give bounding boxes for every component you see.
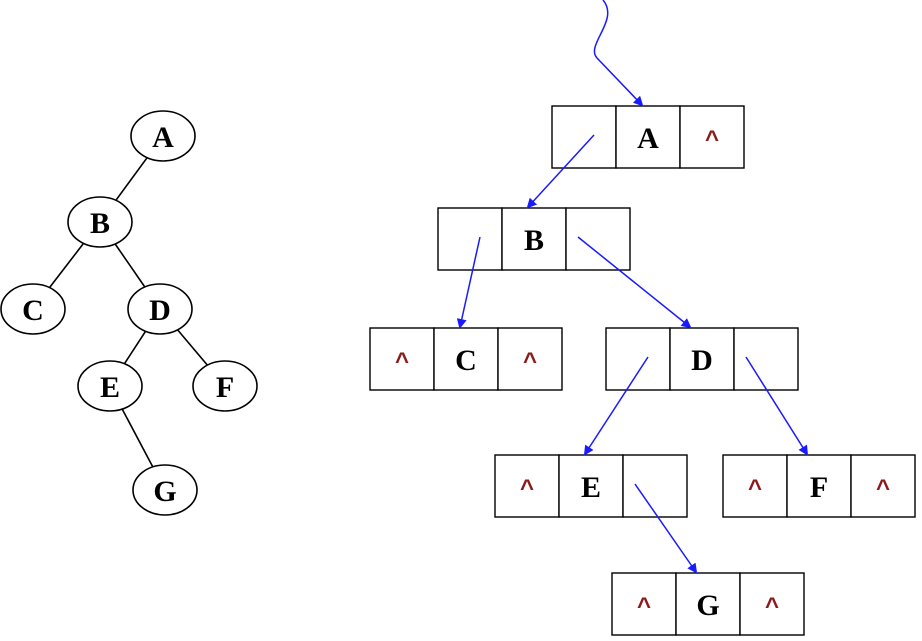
tree-edge-a-b (115, 157, 148, 201)
linked-node-e: ^E (494, 454, 688, 518)
left-child-cell (551, 105, 617, 169)
tree-nodes: A B C D E F G (0, 110, 258, 516)
node-data-label: D (691, 344, 713, 377)
pointer-arrow-d-left-to-e (583, 356, 649, 456)
right-child-cell (497, 327, 563, 391)
tree-edges (48, 157, 208, 468)
null-pointer-mark: ^ (765, 593, 779, 620)
tree-node-circle (132, 464, 198, 516)
left-child-cell (494, 454, 560, 518)
tree-node-c: C (0, 283, 66, 335)
data-cell (558, 454, 624, 518)
data-cell (675, 572, 741, 636)
tree-node-circle (130, 110, 196, 162)
right-child-cell (850, 454, 916, 518)
pointer-arrow-b-right-to-d (577, 236, 692, 329)
data-cell (433, 327, 499, 391)
tree-edge-d-f (177, 329, 208, 366)
null-pointer-mark: ^ (395, 348, 409, 375)
right-child-cell (565, 207, 631, 271)
left-child-cell (437, 207, 503, 271)
node-data-label: C (455, 344, 477, 377)
left-child-cell (722, 454, 788, 518)
tree-node-circle (127, 283, 193, 335)
node-data-label: G (696, 589, 719, 622)
null-pointer-mark: ^ (748, 475, 762, 502)
linked-node-d: D (605, 327, 799, 391)
tree-node-g: G (132, 464, 198, 516)
null-pointer-mark: ^ (705, 126, 719, 153)
node-data-label: E (581, 471, 601, 504)
right-child-cell (739, 572, 805, 636)
pointer-arrow-a-left-to-b (526, 134, 595, 209)
tree-node-label: C (22, 294, 44, 327)
tree-edge-b-c (48, 242, 85, 289)
tree-node-circle (77, 360, 143, 412)
tree-edge-e-g (121, 408, 154, 468)
linked-node-c: ^ C ^ (369, 327, 563, 391)
tree-node-circle (67, 196, 133, 248)
tree-edge-d-e (123, 330, 147, 365)
null-pointer-mark: ^ (637, 593, 651, 620)
null-pointer-mark: ^ (520, 475, 534, 502)
tree-node-b: B (67, 196, 133, 248)
data-cell (669, 327, 735, 391)
pointer-arrow-b-left-to-c (456, 236, 481, 329)
tree-node-a: A (130, 110, 196, 162)
data-cell (786, 454, 852, 518)
tree-node-label: A (152, 121, 174, 154)
pointer-arrow-e-right-to-g (634, 483, 698, 574)
tree-node-circle (0, 283, 66, 335)
right-child-cell (622, 454, 688, 518)
node-data-label: B (524, 224, 544, 257)
tree-node-d: D (127, 283, 193, 335)
tree-node-label: D (149, 294, 171, 327)
linked-node-b: B (437, 207, 631, 271)
tree-edge-b-d (114, 243, 146, 288)
right-child-cell (733, 327, 799, 391)
right-child-cell (679, 105, 745, 169)
tree-node-label: F (216, 371, 234, 404)
tree-node-f: F (192, 360, 258, 412)
linked-node-g: ^ G ^ (611, 572, 805, 636)
left-child-cell (369, 327, 435, 391)
linked-node-a: A^ (551, 105, 745, 169)
tree-node-e: E (77, 360, 143, 412)
data-cell (501, 207, 567, 271)
linked-node-f: ^ F ^ (722, 454, 916, 518)
root-pointer-arrow (593, 0, 644, 107)
pointer-arrow-d-right-to-f (745, 356, 809, 456)
tree-node-label: E (100, 371, 120, 404)
null-pointer-mark: ^ (876, 475, 890, 502)
node-data-label: A (637, 122, 659, 155)
tree-node-label: B (90, 207, 110, 240)
null-pointer-mark: ^ (523, 348, 537, 375)
linked-list-nodes: A^B^C^D^E^F^^G^ (369, 105, 916, 636)
node-data-label: F (810, 471, 828, 504)
linked-list-pointers (456, 0, 809, 574)
left-child-cell (605, 327, 671, 391)
tree-node-circle (192, 360, 258, 412)
left-child-cell (611, 572, 677, 636)
tree-node-label: G (153, 475, 176, 508)
